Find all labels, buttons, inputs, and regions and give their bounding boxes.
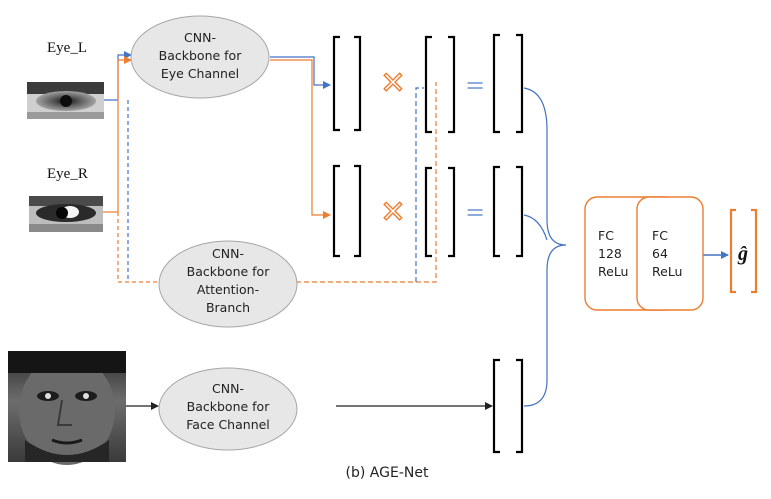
fc-128-line-2: 128 xyxy=(598,246,622,261)
attention-to-left-weight-dashed xyxy=(415,87,424,282)
merge-right-eye-line xyxy=(523,214,548,241)
fc-layer-64: FC 64 ReLu xyxy=(636,196,704,311)
cnn-attention-backbone: CNN- Backbone for Attention- Branch xyxy=(158,240,298,328)
cnn-eye-line-2: Backbone for xyxy=(159,48,243,63)
eye-right-label: Eye_R xyxy=(47,166,88,182)
output-g-hat-label: ĝ xyxy=(737,243,748,265)
eye-right-to-eye-cnn-line xyxy=(103,56,132,213)
output-vector: ĝ xyxy=(729,208,758,294)
fc-64-line-2: 64 xyxy=(652,246,668,261)
cnn-eye-backbone: CNN- Backbone for Eye Channel xyxy=(130,15,270,99)
face-feature-vector xyxy=(492,358,524,454)
equals-operator-right: = xyxy=(465,198,485,226)
cnn-eye-line-1: CNN- xyxy=(184,30,216,45)
eye-right-image xyxy=(29,196,103,232)
attention-to-right-weight-dashed xyxy=(296,82,437,283)
attention-weight-left xyxy=(424,35,456,134)
face-image xyxy=(8,351,126,465)
feature-vector-eye-left xyxy=(332,35,362,132)
fc-128-line-3: ReLu xyxy=(598,264,628,279)
cnn-eye-line-3: Eye Channel xyxy=(161,66,239,81)
cnn-face-line-3: Face Channel xyxy=(186,417,270,432)
cnn-face-line-1: CNN- xyxy=(212,381,244,396)
cnn-attention-line-4: Branch xyxy=(206,300,250,315)
attention-weight-right xyxy=(424,166,456,258)
fc-64-line-3: ReLu xyxy=(652,264,682,279)
fc-128-line-1: FC xyxy=(598,228,614,243)
cnn-face-backbone: CNN- Backbone for Face Channel xyxy=(158,367,298,451)
cnn-attention-line-1: CNN- xyxy=(212,246,244,261)
multiply-operator-right: ✕ xyxy=(380,195,405,230)
cnn-face-line-2: Backbone for xyxy=(187,399,271,414)
eye-left-image xyxy=(27,82,104,119)
weighted-feature-right xyxy=(492,165,524,258)
weighted-feature-left xyxy=(492,33,524,134)
fc-64-line-1: FC xyxy=(652,228,668,243)
eye-left-label: Eye_L xyxy=(47,40,87,56)
eye-cnn-to-right-feature xyxy=(270,59,331,219)
cnn-attention-line-3: Attention- xyxy=(197,282,259,297)
merge-brace-line xyxy=(523,87,567,407)
figure-caption: (b) AGE-Net xyxy=(346,465,429,481)
multiply-operator-left: ✕ xyxy=(380,66,405,101)
eye-cnn-to-left-feature xyxy=(270,56,331,89)
equals-operator-left: = xyxy=(465,71,485,99)
eye-right-to-attention-dashed xyxy=(117,212,160,283)
feature-vector-eye-right xyxy=(332,164,362,258)
cnn-attention-line-2: Backbone for xyxy=(187,264,271,279)
